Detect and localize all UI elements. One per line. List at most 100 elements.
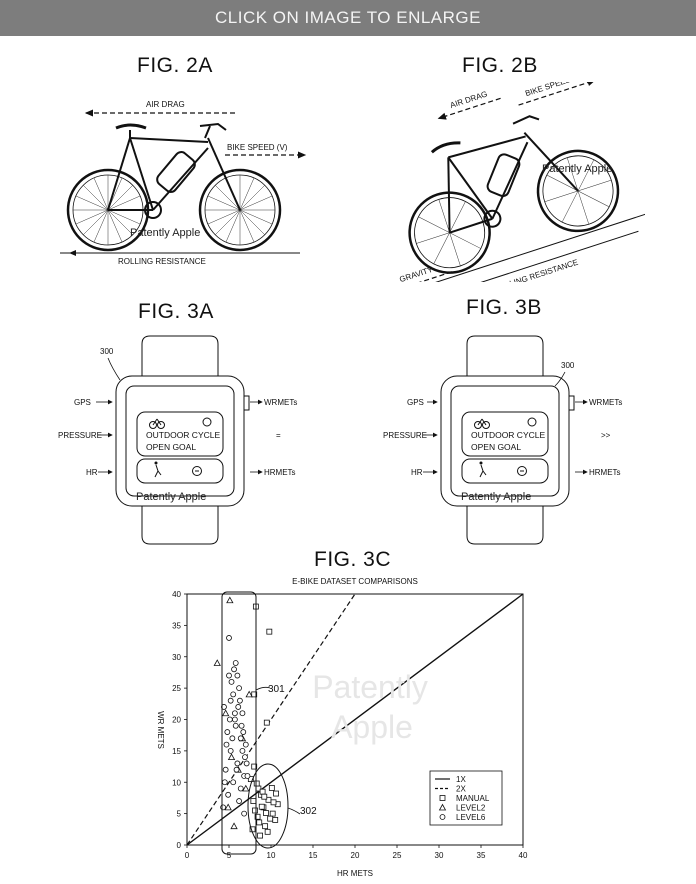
patently-apple-watermark-3b: Patently Apple bbox=[461, 491, 531, 503]
x-tick-label: 30 bbox=[435, 851, 444, 860]
cluster-302-outline bbox=[247, 763, 289, 849]
patently-apple-watermark-2b: Patently Apple bbox=[542, 163, 612, 175]
point-manual bbox=[264, 828, 271, 835]
y-tick-label: 40 bbox=[172, 590, 181, 599]
y-tick-label: 5 bbox=[177, 810, 182, 819]
output-comparison-3b: >> bbox=[601, 431, 611, 440]
point-manual bbox=[268, 784, 275, 791]
bike-frame bbox=[107, 122, 241, 219]
output-wrmets: WRMETs bbox=[264, 398, 297, 407]
y-tick-label: 30 bbox=[172, 653, 181, 662]
point-level6 bbox=[230, 779, 237, 786]
workout-goal: OPEN GOAL bbox=[146, 442, 196, 452]
point-manual bbox=[251, 763, 258, 770]
x-tick-label: 10 bbox=[267, 851, 276, 860]
point-manual bbox=[263, 810, 269, 816]
point-manual bbox=[273, 790, 279, 797]
point-level2 bbox=[226, 596, 234, 604]
point-level6 bbox=[230, 691, 237, 698]
input-gps: GPS bbox=[74, 398, 91, 407]
point-manual bbox=[272, 816, 279, 823]
y-tick-label: 10 bbox=[172, 778, 181, 787]
point-level6 bbox=[234, 672, 241, 679]
ref-300: 300 bbox=[100, 347, 114, 356]
point-manual bbox=[256, 819, 263, 826]
point-level2 bbox=[245, 690, 253, 698]
x-tick-label: 40 bbox=[519, 851, 528, 860]
fig-2a-label: FIG. 2A bbox=[137, 54, 213, 77]
point-manual bbox=[250, 798, 257, 804]
point-level6 bbox=[226, 635, 232, 641]
x-tick-label: 15 bbox=[309, 851, 318, 860]
point-level6 bbox=[236, 798, 242, 804]
point-level6 bbox=[239, 747, 246, 754]
point-manual bbox=[258, 803, 265, 810]
point-level6 bbox=[238, 722, 245, 729]
legend-label: LEVEL2 bbox=[456, 804, 486, 813]
cluster-301-outline bbox=[221, 591, 257, 855]
callout-301: 301 bbox=[268, 684, 285, 695]
legend-label: LEVEL6 bbox=[456, 813, 486, 822]
y-axis-label: WR METS bbox=[156, 711, 165, 749]
ref-300-3b: 300 bbox=[561, 361, 575, 370]
callout-302: 302 bbox=[300, 806, 317, 817]
y-tick-label: 35 bbox=[172, 621, 181, 630]
series-line-1x bbox=[186, 593, 524, 846]
point-level6 bbox=[220, 804, 227, 811]
point-manual bbox=[262, 823, 269, 830]
fig-3b-watch: OUTDOOR CYCLE OPEN GOAL 300 GPS PRESSURE… bbox=[383, 335, 622, 545]
point-level6 bbox=[226, 716, 233, 723]
workout-name-3b: OUTDOOR CYCLE bbox=[471, 430, 545, 440]
output-comparison: = bbox=[276, 431, 281, 440]
input-hr: HR bbox=[86, 468, 98, 477]
point-manual bbox=[254, 813, 261, 820]
legend-label: MANUAL bbox=[456, 794, 490, 803]
point-level6 bbox=[226, 672, 232, 679]
point-level6 bbox=[221, 704, 227, 710]
apple-watermark: Apple bbox=[331, 709, 413, 745]
rolling-resistance-label-2b: ROLLING RESISTANCE bbox=[493, 258, 579, 282]
air-drag-label: AIR DRAG bbox=[146, 100, 185, 109]
workout-name: OUTDOOR CYCLE bbox=[146, 430, 220, 440]
point-manual bbox=[261, 793, 268, 800]
rolling-resistance-label: ROLLING RESISTANCE bbox=[118, 257, 206, 266]
legend-marker bbox=[438, 803, 447, 811]
legend-label: 2X bbox=[456, 785, 466, 794]
y-tick-label: 20 bbox=[172, 716, 181, 725]
point-level2 bbox=[224, 803, 232, 811]
point-manual bbox=[252, 807, 258, 814]
point-level6 bbox=[229, 735, 236, 742]
point-level6 bbox=[241, 810, 248, 817]
air-drag-label-2b: AIR DRAG bbox=[449, 89, 489, 110]
x-tick-label: 5 bbox=[227, 851, 232, 860]
point-level2 bbox=[221, 709, 230, 717]
point-level2 bbox=[242, 784, 250, 792]
output-hrmets-3b: HRMETs bbox=[589, 468, 621, 477]
point-manual bbox=[253, 780, 260, 787]
input-pressure: PRESSURE bbox=[58, 431, 102, 440]
point-level6 bbox=[235, 704, 242, 710]
chart-title: E-BIKE DATASET COMPARISONS bbox=[292, 577, 418, 586]
point-level6 bbox=[224, 729, 231, 735]
output-wrmets-3b: WRMETs bbox=[589, 398, 622, 407]
point-level6 bbox=[237, 697, 243, 704]
point-manual bbox=[251, 691, 258, 698]
x-axis-label: HR METS bbox=[337, 869, 373, 878]
point-level6 bbox=[237, 735, 244, 742]
y-tick-label: 25 bbox=[172, 684, 181, 693]
point-level2 bbox=[227, 753, 236, 761]
point-level6 bbox=[242, 741, 249, 748]
fig-2a-drawing: AIR DRAG BIKE SPEED (V) bbox=[60, 100, 307, 266]
point-level6 bbox=[225, 791, 232, 798]
legend-marker bbox=[439, 814, 446, 820]
point-level2 bbox=[230, 822, 238, 830]
patently-apple-watermark-3a: Patently Apple bbox=[136, 491, 206, 503]
point-level6 bbox=[227, 747, 234, 754]
x-tick-label: 0 bbox=[185, 851, 190, 860]
point-level6 bbox=[234, 760, 241, 767]
y-tick-label: 0 bbox=[177, 841, 182, 850]
enlarge-banner[interactable]: CLICK ON IMAGE TO ENLARGE bbox=[0, 0, 696, 36]
point-manual bbox=[267, 815, 274, 822]
legend-marker bbox=[439, 795, 446, 801]
